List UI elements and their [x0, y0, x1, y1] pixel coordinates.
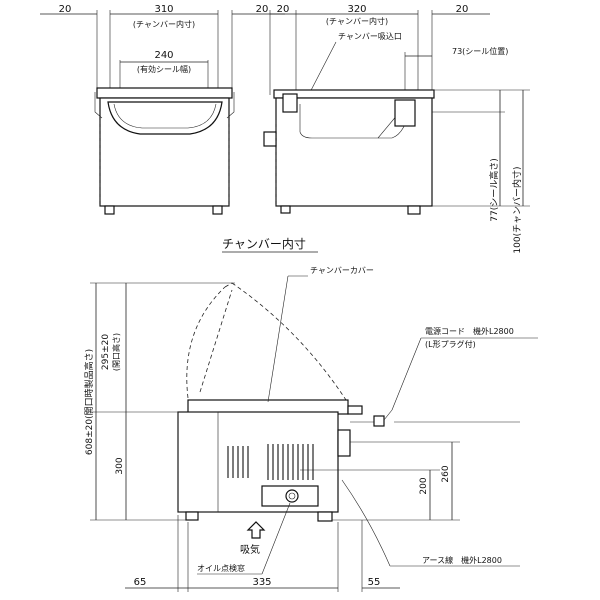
side-seal-height: 77(シール高さ)	[488, 158, 500, 221]
total-height-dim: 608±20(開口時製品高さ)	[83, 349, 95, 455]
intake-label: 吸気	[240, 543, 260, 556]
front-dim-left: 20	[59, 4, 72, 15]
plug-label: (L形プラグ付)	[425, 339, 476, 349]
dim-260: 260	[441, 465, 451, 482]
power-cord-label: 電源コード 機外L2800	[425, 326, 514, 336]
body-height-dim: 300	[115, 457, 125, 474]
front-dim-seal-width: 240	[154, 50, 173, 61]
side-seal-position: 73(シール位置)	[452, 46, 508, 56]
side-dim-left: 20	[277, 4, 290, 15]
side-dim-chamber-depth: 320	[347, 4, 366, 15]
front-dim-right: 20	[256, 4, 269, 15]
dim-200: 200	[419, 477, 429, 494]
front-dim-seal-note: (有効シール幅)	[137, 64, 191, 74]
front-view: 20 310 (チャンバー内寸) 20 240 (有効シール幅)	[40, 4, 285, 215]
vent-grille	[227, 444, 314, 480]
front-dim-chamber-width: 310	[154, 4, 173, 15]
front-dim-chamber-note: (チャンバー内寸)	[133, 19, 195, 29]
side-view: 20 320 (チャンバー内寸) 20 チャンバー吸込口 73(シール位置) 7…	[263, 4, 530, 254]
oil-window-label: オイル点検窓	[197, 563, 245, 573]
side-intake-label: チャンバー吸込口	[338, 32, 402, 41]
inner-size-caption: チャンバー内寸	[222, 237, 306, 251]
main-view: チャンバーカバー 電源コード 機外L2800 (L形プラグ付) 608±20(開…	[83, 266, 538, 592]
dim-335: 335	[252, 577, 271, 588]
cover-label: チャンバーカバー	[310, 266, 374, 275]
earth-label: アース線 機外L2800	[422, 555, 502, 565]
side-dim-right: 20	[456, 4, 469, 15]
open-height-dim: 295±20	[101, 334, 111, 370]
open-height-note: (開口高さ)	[111, 333, 121, 371]
dim-55: 55	[368, 577, 381, 588]
side-chamber-height: 100(チャンバー内寸)	[511, 166, 523, 253]
side-dim-chamber-note: (チャンバー内寸)	[326, 16, 388, 26]
dim-65: 65	[134, 577, 147, 588]
